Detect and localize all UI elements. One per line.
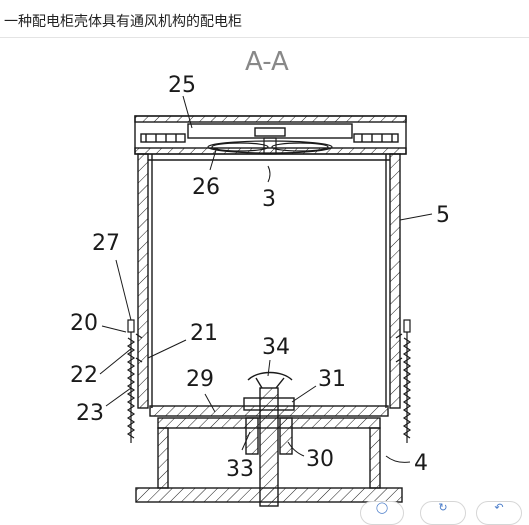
callout-26: 26	[192, 175, 220, 200]
top-cap	[134, 115, 407, 155]
patent-drawing: A-A	[0, 38, 529, 514]
callout-23: 23	[76, 401, 104, 426]
zoom-icon: ◯	[375, 501, 389, 514]
section-label-text: A-A	[245, 47, 289, 77]
leader-lines	[99, 95, 433, 463]
section-label: A-A	[245, 47, 289, 77]
callout-27: 27	[92, 231, 120, 256]
callout-3: 3	[262, 187, 276, 212]
lifting-screw	[243, 371, 295, 507]
back-icon: ↶	[494, 501, 504, 514]
rotate-icon: ↻	[438, 501, 448, 514]
drawing-canvas: A-A	[70, 47, 450, 507]
title-bar: 一种配电柜壳体具有通风机构的配电柜	[0, 0, 529, 38]
callout-25: 25	[168, 73, 196, 98]
callout-33: 33	[226, 457, 254, 482]
callout-22: 22	[70, 363, 98, 388]
callout-29: 29	[186, 367, 214, 392]
rotate-button[interactable]: ↻	[420, 501, 466, 525]
callout-30: 30	[306, 447, 334, 472]
cabinet-shell	[137, 153, 401, 409]
callout-20: 20	[70, 311, 98, 336]
callout-5: 5	[436, 203, 450, 228]
callout-labels: 25 26 3 5 27 20 21 22 23 29 34 31 33 30 …	[70, 73, 450, 482]
zoom-button[interactable]: ◯	[360, 501, 404, 525]
callout-34: 34	[262, 335, 290, 360]
callout-31: 31	[318, 367, 346, 392]
fan	[207, 137, 333, 155]
callout-4: 4	[414, 451, 428, 476]
side-vent-right	[395, 319, 412, 443]
back-button[interactable]: ↶	[476, 501, 522, 525]
page-title: 一种配电柜壳体具有通风机构的配电柜	[4, 14, 242, 30]
callout-21: 21	[190, 321, 218, 346]
